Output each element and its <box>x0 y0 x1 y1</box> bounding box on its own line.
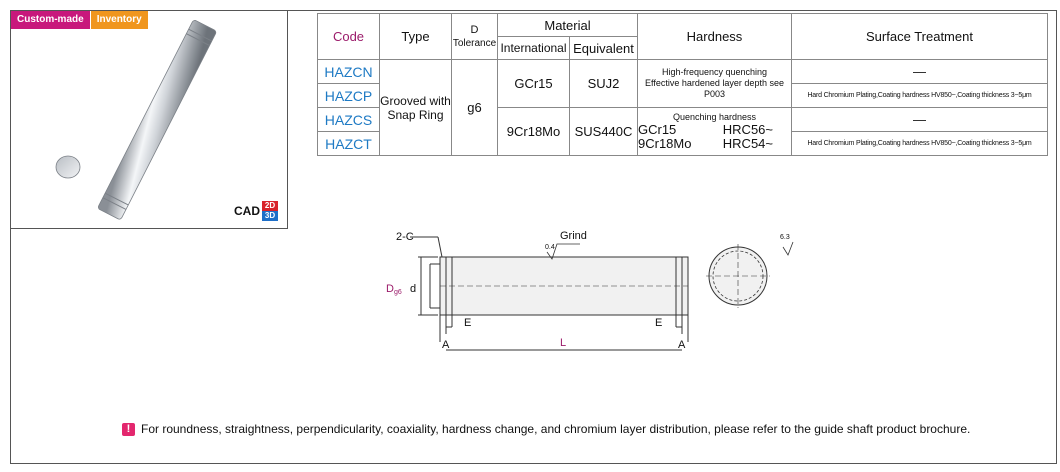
header-material: Material <box>497 13 638 37</box>
dim-d-label: d <box>410 283 416 295</box>
hardness-9cr18mo-row: 9Cr18Mo HRC54~ <box>638 136 791 151</box>
table-row: HAZCT Hard Chromium Plating,Coating hard… <box>317 131 1048 156</box>
hardness-cell-quenching: High-frequency quenching Effective harde… <box>637 59 792 108</box>
exclamation-icon: ! <box>122 422 135 436</box>
hardness-value: HRC54~ <box>722 136 773 151</box>
guide-shaft-image <box>55 20 217 220</box>
header-hardness: Hardness <box>637 13 792 60</box>
surface-roughness: 6.3 <box>780 234 790 241</box>
grind-roughness: 0.4 <box>545 244 555 251</box>
header-international: International <box>497 36 570 60</box>
code-cell[interactable]: HAZCN <box>317 59 380 84</box>
material-equiv-cell: SUJ2 <box>569 59 638 108</box>
code-cell[interactable]: HAZCP <box>317 83 380 108</box>
chamfer-label: 2-C <box>396 231 414 243</box>
cad-2d-label: 2D <box>262 201 278 211</box>
dim-D-text: D <box>386 283 394 295</box>
dim-A-left: A <box>442 339 450 351</box>
dim-E-right: E <box>655 317 662 329</box>
custom-made-badge: Custom-made <box>11 11 90 29</box>
hardness-gcr15-row: GCr15 HRC56~ <box>638 122 791 137</box>
notice-text: For roundness, straightness, perpendicul… <box>141 422 971 436</box>
table-row: HAZCN Grooved with Snap Ring g6 GCr15 SU… <box>317 59 1048 156</box>
tolerance-cell: g6 <box>451 59 498 156</box>
inventory-badge: Inventory <box>89 11 148 29</box>
surface-chrome-cell: Hard Chromium Plating,Coating hardness H… <box>791 83 1048 108</box>
surface-none-cell: — <box>791 59 1048 84</box>
product-image-panel <box>10 10 288 229</box>
hardness-material: 9Cr18Mo <box>638 136 692 151</box>
code-cell[interactable]: HAZCT <box>317 131 380 156</box>
header-tolerance: Tolerance <box>452 37 497 49</box>
hardness-cell-values: Quenching hardness GCr15 HRC56~ 9Cr18Mo HR… <box>637 107 792 156</box>
hardness-value: HRC56~ <box>722 122 773 137</box>
hardness-text: High-frequency quenching <box>661 67 768 77</box>
material-equiv-cell: SUS440C <box>569 107 638 156</box>
table-row: HAZCP Hard Chromium Plating,Coating hard… <box>317 83 1048 108</box>
surface-chrome-cell: Hard Chromium Plating,Coating hardness H… <box>791 131 1048 156</box>
header-d-tolerance: D Tolerance <box>451 13 498 60</box>
header-equivalent: Equivalent <box>569 36 638 60</box>
header-d: D <box>470 23 479 36</box>
dim-D-label: Dg6 <box>386 283 402 296</box>
header-surface-treatment: Surface Treatment <box>791 13 1048 60</box>
material-intl-cell: GCr15 <box>497 59 570 108</box>
dim-A-right: A <box>678 339 686 351</box>
hardness-text: Effective hardened layer depth see P003 <box>645 78 784 99</box>
grind-label: Grind <box>560 230 587 242</box>
notice-line: ! For roundness, straightness, perpendic… <box>122 422 970 436</box>
surface-none-cell: — <box>791 107 1048 132</box>
technical-drawing: 2-C Grind 0.4 6.3 Dg6 d E E L A A <box>386 230 794 351</box>
header-code: Code <box>317 13 380 60</box>
type-cell: Grooved with Snap Ring <box>379 59 452 156</box>
dim-L-label: L <box>560 337 566 349</box>
dim-E-left: E <box>464 317 471 329</box>
material-intl-cell: 9Cr18Mo <box>497 107 570 156</box>
table-row: HAZCS 9Cr18Mo SUS440C Quenching hardness… <box>317 107 1048 156</box>
cad-badge[interactable]: CAD 2D 3D <box>234 201 278 221</box>
header-type: Type <box>379 13 452 60</box>
cad-label: CAD <box>234 204 260 218</box>
hardness-material: GCr15 <box>638 122 677 137</box>
cad-3d-label: 3D <box>262 211 278 221</box>
spec-table: Code Type D Tolerance Material Hardness … <box>317 13 1048 156</box>
badge-group: Custom-made Inventory <box>11 11 148 29</box>
hardness-text: Quenching hardness <box>672 112 757 122</box>
content-frame <box>10 10 1057 464</box>
dim-D-tolerance: g6 <box>394 289 402 296</box>
code-cell[interactable]: HAZCS <box>317 107 380 132</box>
